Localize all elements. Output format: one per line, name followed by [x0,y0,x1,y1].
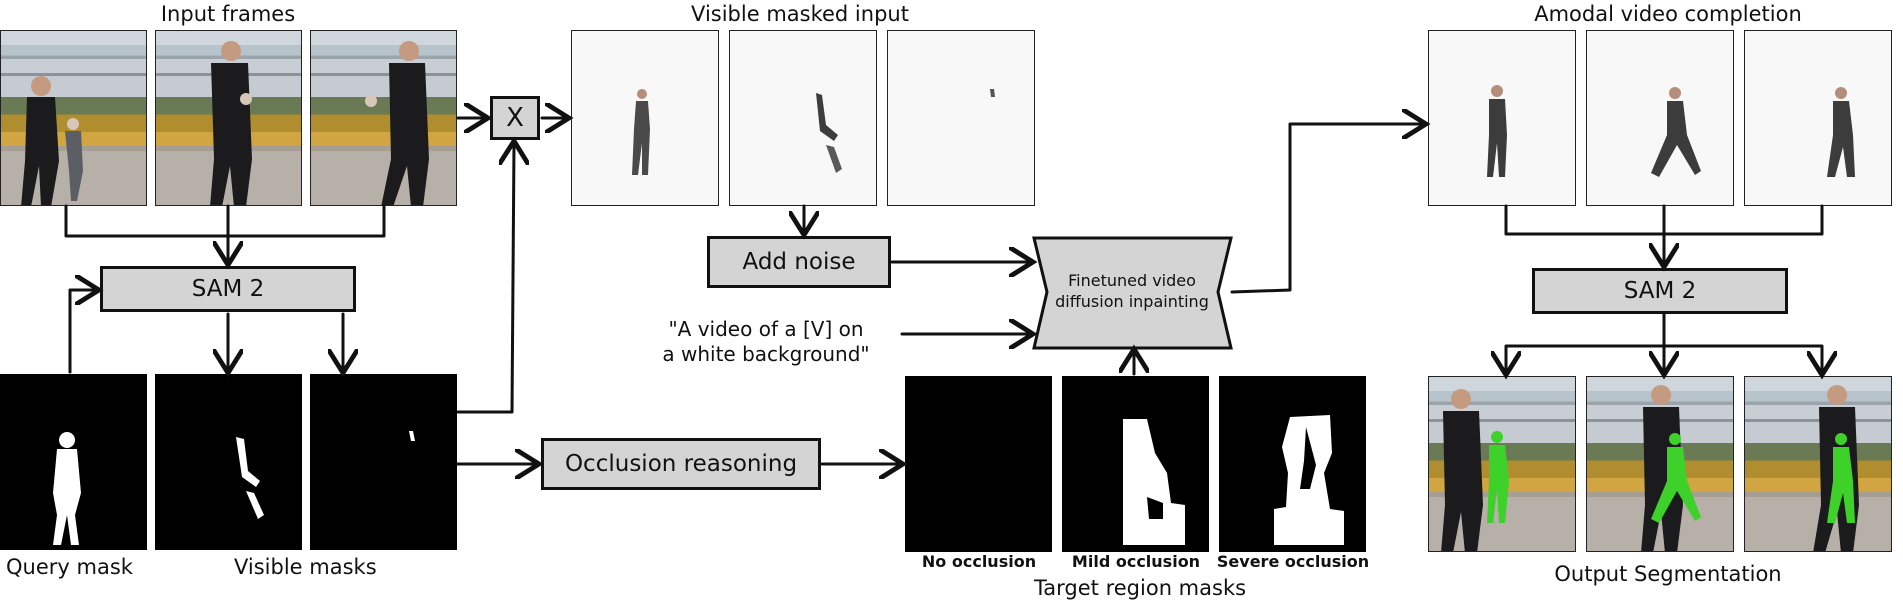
person-figures-icon [156,41,301,205]
input-frame-1 [0,30,147,206]
visible-masked-frame-3 [887,30,1035,206]
input-frame-2 [155,30,302,206]
completed-person-icon [1651,87,1701,177]
output-segmentation-frame-1 [1428,376,1576,552]
visible-mask-2 [310,374,457,550]
visible-masks-caption: Visible masks [234,555,377,579]
add-noise-box: Add noise [707,236,891,288]
masked-person-icon [816,93,842,173]
segmented-person-icon [1745,385,1891,551]
diffusion-label-line-2: diffusion inpainting [1055,292,1209,311]
occlusion-region-icon [1274,415,1344,545]
segmented-person-icon [1587,385,1733,551]
output-segmentation-caption: Output Segmentation [1554,562,1782,586]
output-segmentation-frame-3 [1744,376,1892,552]
amodal-frame-1 [1428,30,1576,206]
completed-person-icon [1827,87,1855,177]
visible-mask-1 [155,374,302,550]
person-silhouette-icon [53,432,81,545]
target-mask-mild-occlusion [1062,376,1209,552]
severe-occlusion-caption: Severe occlusion [1216,552,1370,571]
visible-masked-input-title: Visible masked input [691,2,909,26]
sam2-right-box: SAM 2 [1532,268,1788,314]
person-figures-icon [1,76,146,205]
text-prompt-line-2: a white background" [662,342,870,366]
target-mask-no-occlusion [905,376,1052,552]
text-prompt: "A video of a [V] on a white background" [636,317,896,367]
partial-silhouette-icon [236,437,264,519]
masked-person-icon [632,89,650,175]
occlusion-region-icon [1123,419,1185,545]
amodal-frame-2 [1586,30,1734,206]
diffusion-label: Finetuned video diffusion inpainting [1044,270,1220,312]
amodal-completion-title: Amodal video completion [1534,2,1802,26]
completed-person-icon [1487,85,1507,177]
output-segmentation-frame-2 [1586,376,1734,552]
no-occlusion-caption: No occlusion [921,552,1037,571]
sam2-left-box: SAM 2 [100,266,356,312]
input-frame-3 [310,30,457,206]
target-region-masks-caption: Target region masks [1033,576,1247,600]
input-frames-title: Input frames [160,2,296,26]
text-prompt-line-1: "A video of a [V] on [668,317,864,341]
multiply-box: X [490,96,540,140]
target-mask-severe-occlusion [1219,376,1366,552]
partial-silhouette-icon [409,431,415,441]
query-mask-caption: Query mask [6,555,133,579]
visible-masked-frame-2 [729,30,877,206]
segmented-person-icon [1429,389,1575,551]
person-figures-icon [311,41,456,205]
visible-masked-frame-1 [571,30,719,206]
occlusion-reasoning-box: Occlusion reasoning [541,438,821,490]
query-mask [0,374,147,550]
amodal-frame-3 [1744,30,1892,206]
diffusion-label-line-1: Finetuned video [1068,271,1196,290]
mild-occlusion-caption: Mild occlusion [1071,552,1201,571]
masked-person-icon [990,89,995,97]
